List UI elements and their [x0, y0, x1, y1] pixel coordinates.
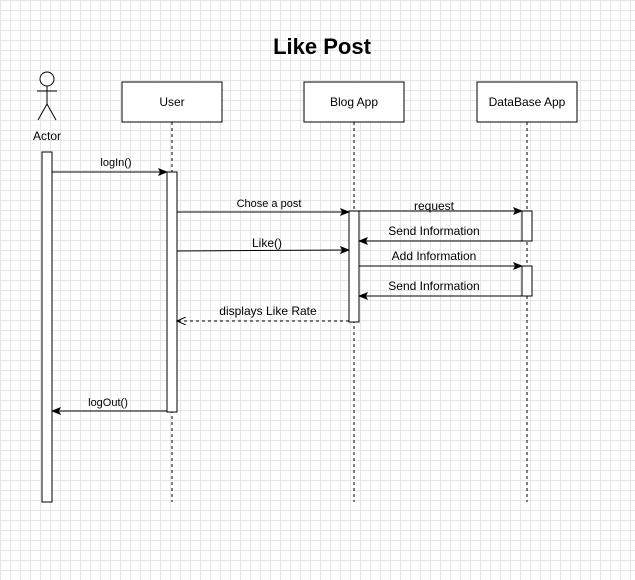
participant-user-label: User	[159, 95, 184, 109]
message-add-info-label: Add Information	[392, 249, 477, 263]
participant-blog-app-box	[303, 81, 405, 123]
message-like-arrow	[176, 246, 350, 255]
message-login-label: logIn()	[100, 157, 131, 169]
activation-user	[166, 171, 178, 413]
diagram-title: Like Post	[273, 34, 371, 59]
message-request-label: request	[414, 199, 455, 213]
activation-database-app-2	[521, 265, 533, 297]
message-displays-like-rate-label: displays Like Rate	[219, 304, 317, 318]
message-chose-post-label: Chose a post	[237, 198, 302, 210]
message-send-info-1-label: Send Information	[388, 224, 479, 238]
actor-icon	[37, 71, 57, 121]
activation-blog-app	[348, 210, 360, 323]
message-send-info-2-label: Send Information	[388, 279, 479, 293]
participant-user-box	[121, 81, 223, 123]
activation-actor	[41, 151, 53, 503]
message-logout-label: logOut()	[88, 397, 128, 409]
participant-database-app-box	[476, 81, 578, 123]
message-like-label: Like()	[252, 236, 282, 250]
actor-label: Actor	[33, 129, 61, 143]
activation-database-app-1	[521, 210, 533, 242]
participant-database-app-label: DataBase App	[489, 95, 566, 109]
participant-blog-app-label: Blog App	[330, 95, 378, 109]
